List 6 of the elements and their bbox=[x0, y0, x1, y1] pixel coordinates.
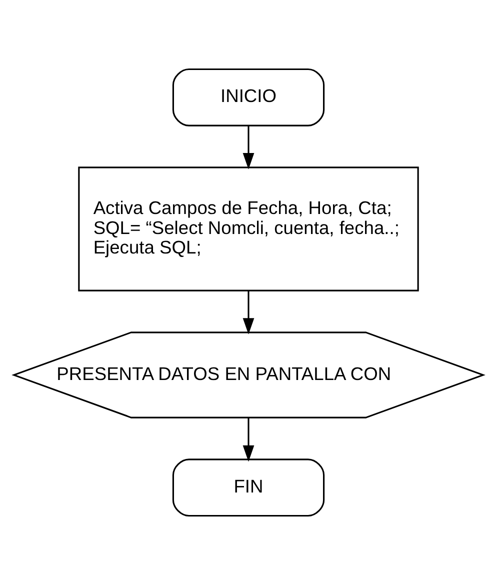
arrow bbox=[242, 290, 254, 334]
node-box: FIN bbox=[172, 458, 325, 516]
arrow bbox=[242, 417, 254, 462]
node-box: Activa Campos de Fecha, Hora, Cta; SQL= “Select Nomcli, cuenta, fecha..; Ejecuta SQL; bbox=[78, 166, 419, 291]
arrow bbox=[242, 126, 254, 169]
node-box: INICIO bbox=[172, 68, 325, 126]
